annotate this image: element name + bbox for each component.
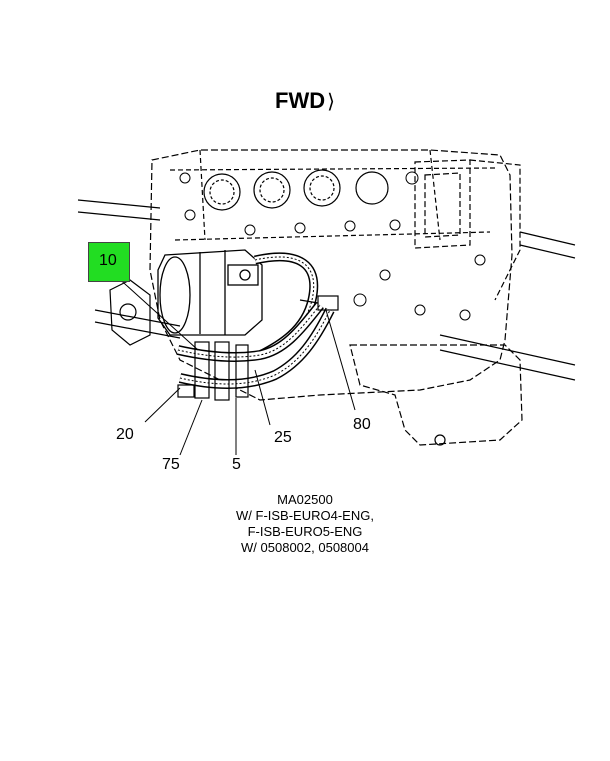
- engine-block: [149, 149, 513, 401]
- forward-arrow-icon: ⟩: [327, 91, 335, 113]
- starter-motor: [157, 249, 263, 336]
- figure-caption: MA02500 W/ F-ISB-EURO4-ENG, F-ISB-EURO5-…: [0, 492, 610, 556]
- engine-mount: [109, 279, 151, 346]
- side-cover: [414, 159, 471, 249]
- wiring-harness: [176, 252, 339, 401]
- bolt-heads: [179, 171, 486, 321]
- frame-rail-top: [77, 199, 576, 259]
- cylinder-bore: [303, 169, 341, 207]
- fwd-text: FWD: [275, 88, 326, 113]
- callout-20: 20: [116, 426, 134, 443]
- harness-clamp: [235, 344, 249, 398]
- forward-direction-label: FWD⟩: [0, 88, 610, 114]
- cylinder-bore: [253, 171, 291, 209]
- callout-75: 75: [162, 456, 180, 473]
- frame-rail-bottom: [94, 309, 576, 381]
- oil-pan: [349, 344, 523, 446]
- caption-line-3: F-ISB-EURO5-ENG: [247, 524, 363, 539]
- cylinder-bore: [203, 173, 241, 211]
- cylinder-bore: [355, 171, 389, 205]
- callout-80: 80: [353, 416, 371, 433]
- callout-5: 5: [232, 456, 241, 473]
- harness-clamp: [214, 341, 230, 401]
- harness-clamp: [194, 341, 210, 399]
- caption-line-1: MA02500: [277, 492, 333, 507]
- caption-line-2: W/ F-ISB-EURO4-ENG,: [236, 508, 374, 523]
- callout-10: 10: [99, 252, 117, 269]
- callout-25: 25: [274, 429, 292, 446]
- leader-lines: [114, 274, 356, 456]
- callout-10-highlight: 10: [88, 242, 130, 282]
- caption-line-4: W/ 0508002, 0508004: [241, 540, 369, 555]
